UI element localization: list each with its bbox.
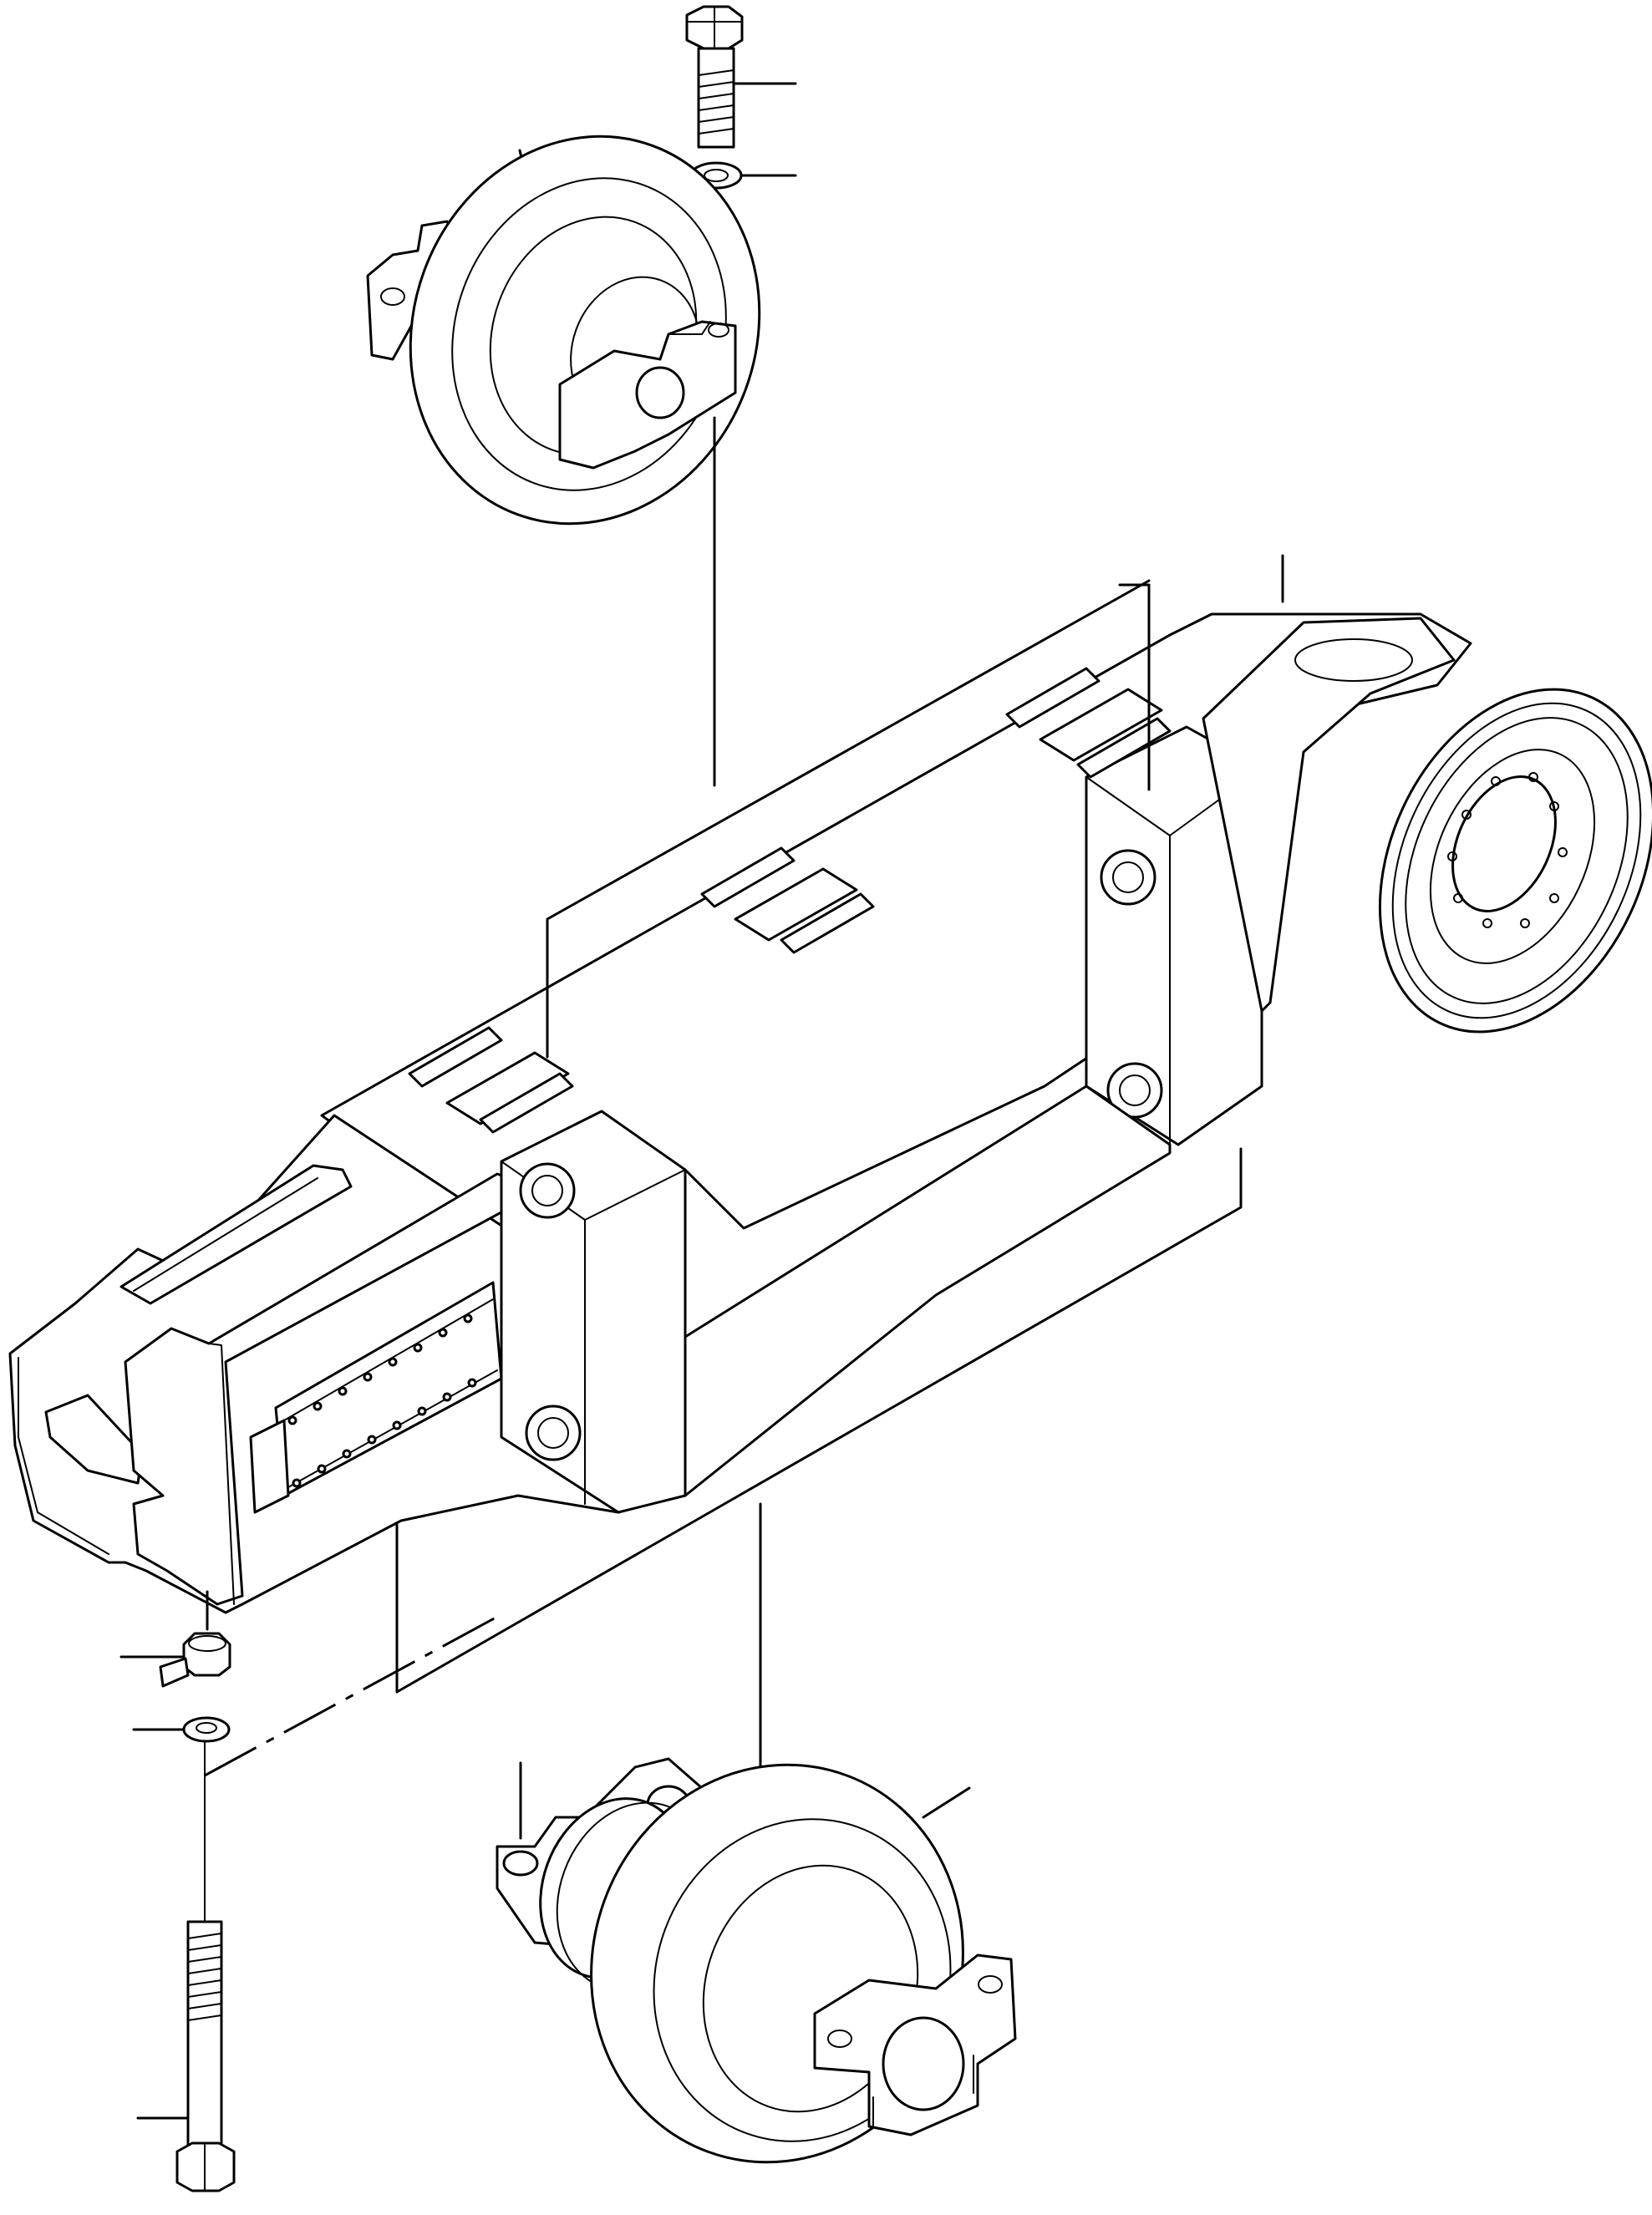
roller-pads [408,667,1172,1134]
drive-sprocket-flange [1378,688,1652,1034]
lower-washer [132,1716,231,1743]
upper-hex-bolt [685,5,797,149]
assembly-leader-lines [204,416,1243,1798]
rail-rivets [287,1313,477,1488]
lower-bolt [136,1741,236,2192]
upper-track-roller [366,135,761,526]
lower-nut-with-tab [119,1590,231,1688]
lower-track-roller [496,1757,1017,2164]
track-frame [8,554,1472,1614]
